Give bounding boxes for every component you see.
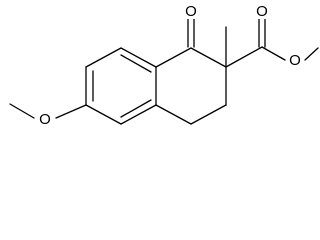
ester-group	[225, 17, 319, 68]
bond-c4-c4a	[155, 104, 192, 125]
bond-ester-c-o-single	[261, 46, 286, 61]
molecule-diagram: O O O O	[9, 3, 319, 128]
ketone-oxygen-mask	[183, 3, 199, 19]
bond-c6-o-methoxy	[55, 104, 87, 119]
bond-c5-c4a	[120, 104, 157, 125]
cyclohexanone-ring	[155, 47, 227, 125]
bond-c2-ester-carbon	[225, 46, 263, 68]
ester-carbonyl-oxygen-label: O	[256, 3, 268, 20]
bond-c8-c8-double	[120, 54, 152, 73]
methoxy-oxygen-mask	[37, 111, 53, 127]
ketone-oxygen-label: O	[185, 3, 197, 20]
ester-ether-oxygen-label: O	[289, 52, 301, 69]
bond-c8a-c1	[155, 47, 192, 68]
ketone-group	[187, 17, 195, 48]
ester-carbonyl-oxygen-mask	[254, 3, 270, 19]
methoxy-oxygen-label: O	[39, 111, 51, 128]
aromatic-ring	[85, 47, 157, 125]
bond-c6-c5	[85, 104, 122, 125]
bond-c3-c4	[190, 104, 227, 125]
bond-ester-o-methyl	[304, 47, 319, 61]
bond-o-methoxy-methyl	[9, 103, 35, 119]
bond-c8a-c8	[120, 47, 157, 68]
bond-c1-c2	[190, 47, 227, 68]
bond-c8-c7	[85, 47, 122, 68]
bond-c5-c4a-double	[120, 99, 152, 118]
ester-ether-oxygen-mask	[287, 52, 303, 68]
methoxy-group	[9, 103, 87, 119]
